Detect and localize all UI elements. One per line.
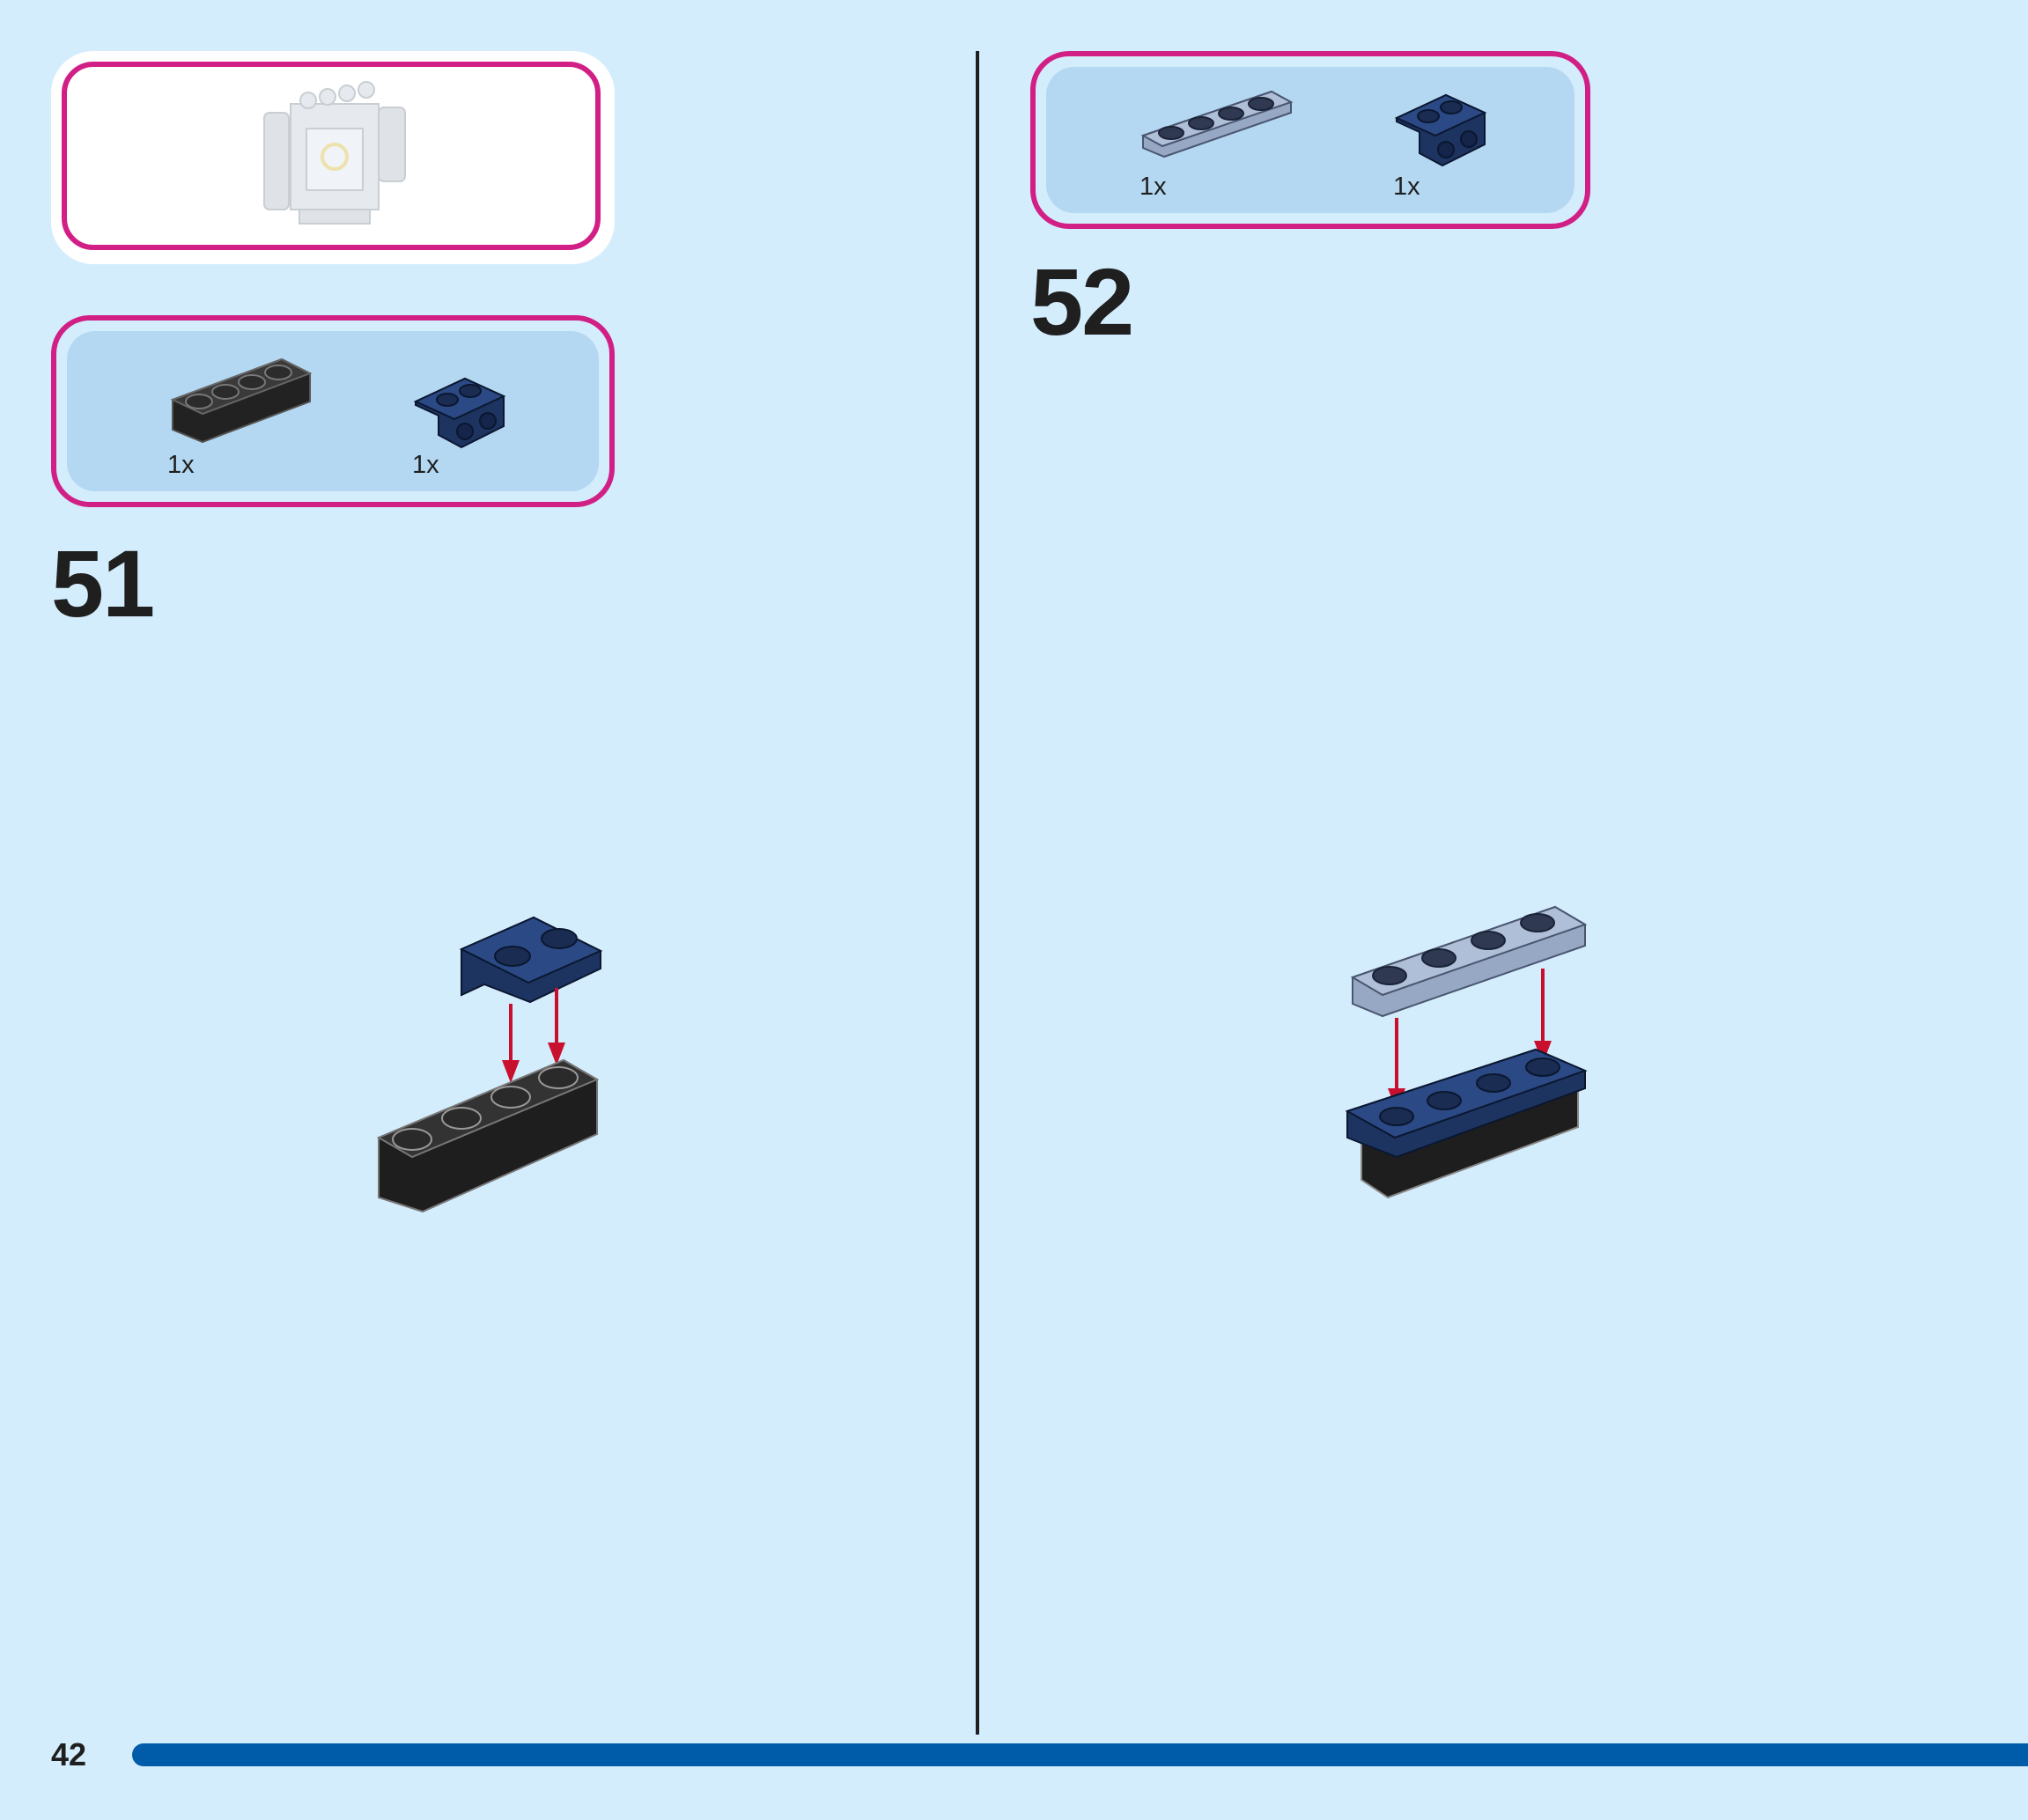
step-52-part-2-qty: 1x bbox=[1393, 173, 1420, 201]
column-divider bbox=[976, 51, 979, 1735]
step-52-number: 52 bbox=[1030, 248, 1134, 355]
step-52-assembly bbox=[1345, 905, 1588, 1199]
step-51-part-1-qty: 1x bbox=[167, 451, 195, 479]
blue-bracket-part bbox=[459, 916, 603, 1004]
step-52-part-1-qty: 1x bbox=[1139, 173, 1167, 201]
submodel-callout bbox=[51, 51, 615, 264]
black-curved-1x4-brick-icon bbox=[170, 357, 313, 444]
blue-bracket-1x2-icon bbox=[1394, 93, 1487, 167]
step-52-parts-list: 1x 1x bbox=[1030, 51, 1590, 229]
progress-bar-track bbox=[132, 1743, 2028, 1766]
page-number: 42 bbox=[51, 1736, 87, 1772]
step-51-assembly bbox=[376, 916, 603, 1213]
black-curved-brick-part bbox=[376, 1058, 600, 1213]
blue-bracket-on-black-brick bbox=[1345, 1048, 1588, 1199]
blue-bracket-1x2-icon bbox=[413, 377, 506, 449]
gray-plate-part bbox=[1350, 905, 1588, 1018]
insertion-arrows bbox=[502, 988, 565, 1083]
gray-plate-1x4-icon bbox=[1140, 90, 1294, 158]
step-51-number: 51 bbox=[51, 530, 155, 637]
step-51-parts-list: 1x 1x bbox=[51, 315, 615, 507]
step-51-part-2-qty: 1x bbox=[412, 451, 439, 479]
progress-bar-fill bbox=[132, 1743, 2028, 1766]
submodel-icon bbox=[263, 81, 406, 225]
